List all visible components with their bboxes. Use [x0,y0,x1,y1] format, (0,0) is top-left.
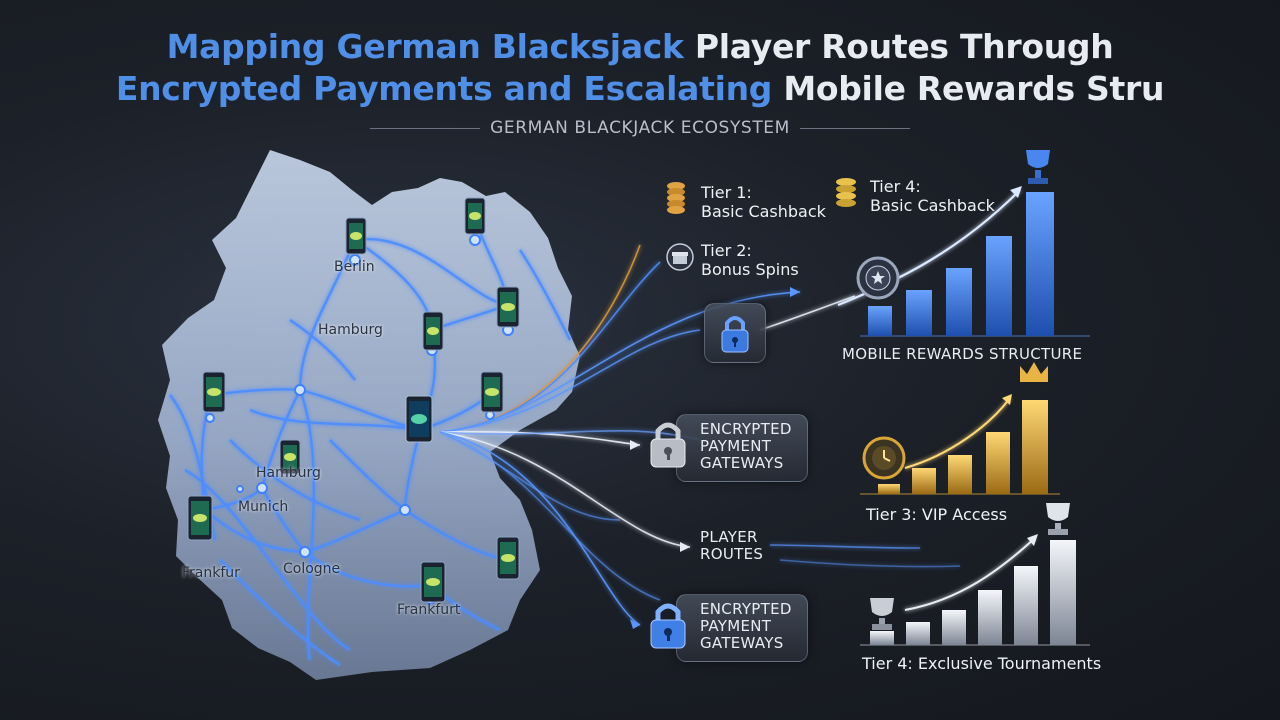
trophy-icon [1046,503,1070,535]
tier1-desc: Basic Cashback [701,202,826,221]
gateway-top-text: ENCRYPTED PAYMENT GATEWAYS [700,421,792,472]
arrowheads [630,287,800,629]
coins-icon [667,182,685,214]
city-label: Berlin [334,259,375,275]
tier2-desc: Bonus Spins [701,260,799,279]
vip-label: Tier 3: VIP Access [866,505,1008,524]
crown-icon [1020,362,1048,382]
gateway-bottom-line3: GATEWAYS [700,634,784,652]
tournaments-chart [860,503,1090,646]
title-line1-highlight: Mapping German Blacksjack [166,27,684,66]
gateway-bottom-line1: ENCRYPTED [700,600,792,618]
page-title: Mapping German Blacksjack Player Routes … [0,26,1280,110]
city-label: Frankfur [182,565,240,581]
tier4a-desc: Basic Cashback [870,196,995,215]
germany-map-shape [158,150,580,680]
mobile-rewards-label: MOBILE REWARDS STRUCTURE [842,345,1083,363]
player-routes [169,219,572,667]
coins-icon [836,178,856,207]
encrypted-lock-box [704,303,766,363]
phone-icon [345,217,367,255]
mobile-rewards-chart [837,150,1090,337]
phone-icon [464,197,486,235]
phone-icon [202,371,226,413]
clock-badge-icon [856,256,900,300]
phone-icons [187,197,520,603]
gateway-bottom-text: ENCRYPTED PAYMENT GATEWAYS [700,601,792,652]
phone-icon [496,536,520,580]
title-line1-rest: Player Routes Through [683,27,1114,66]
phone-icon [480,371,504,413]
city-label: Hamburg [256,465,321,481]
encrypted-gateway-top [676,414,808,482]
phone-icon [187,495,213,541]
trophy-icon [1026,150,1050,184]
trophy-icon [870,598,894,630]
subtitle: GERMAN BLACKJACK ECOSYSTEM [0,118,1280,138]
city-label: Frankfurt [397,602,461,618]
player-routes-label: PLAYER ROUTES [700,529,763,563]
tier2-title: Tier 2: [701,241,752,260]
padlock-icon [650,422,686,468]
subtitle-text: GERMAN BLACKJACK ECOSYSTEM [490,118,790,138]
tournaments-label: Tier 4: Exclusive Tournaments [862,654,1102,673]
phone-icon [420,561,446,603]
player-routes-line1: PLAYER [700,528,758,546]
vip-chart [860,362,1060,495]
clock-badge-icon [862,436,906,480]
gateway-top-line1: ENCRYPTED [700,420,792,438]
phone-icon [422,311,444,351]
phone-icon [405,395,433,443]
tier1-label: Tier 1: Basic Cashback [701,183,826,221]
encrypted-gateway-bottom [676,594,808,662]
tier1-title: Tier 1: [701,183,752,202]
outgoing-routes [439,244,961,626]
phone-icon [496,286,520,328]
gateway-top-line3: GATEWAYS [700,454,784,472]
phone-icon [279,439,301,475]
padlock-icon [721,316,749,353]
city-label: Munich [238,499,289,515]
tier4a-label: Tier 4: Basic Cashback [870,177,995,215]
tier2-label: Tier 2: Bonus Spins [701,241,799,279]
gateway-bottom-line2: PAYMENT [700,617,772,635]
gift-icon [666,243,694,271]
tier4a-title: Tier 4: [870,177,921,196]
title-line2-rest: Mobile Rewards Stru [772,69,1165,108]
player-routes-line2: ROUTES [700,545,764,563]
gateway-top-line2: PAYMENT [700,437,772,455]
title-line2-highlight: Encrypted Payments and Escalating [115,69,773,108]
city-label: Hamburg [318,322,383,338]
padlock-icon [650,603,686,649]
city-label: Cologne [283,561,341,577]
